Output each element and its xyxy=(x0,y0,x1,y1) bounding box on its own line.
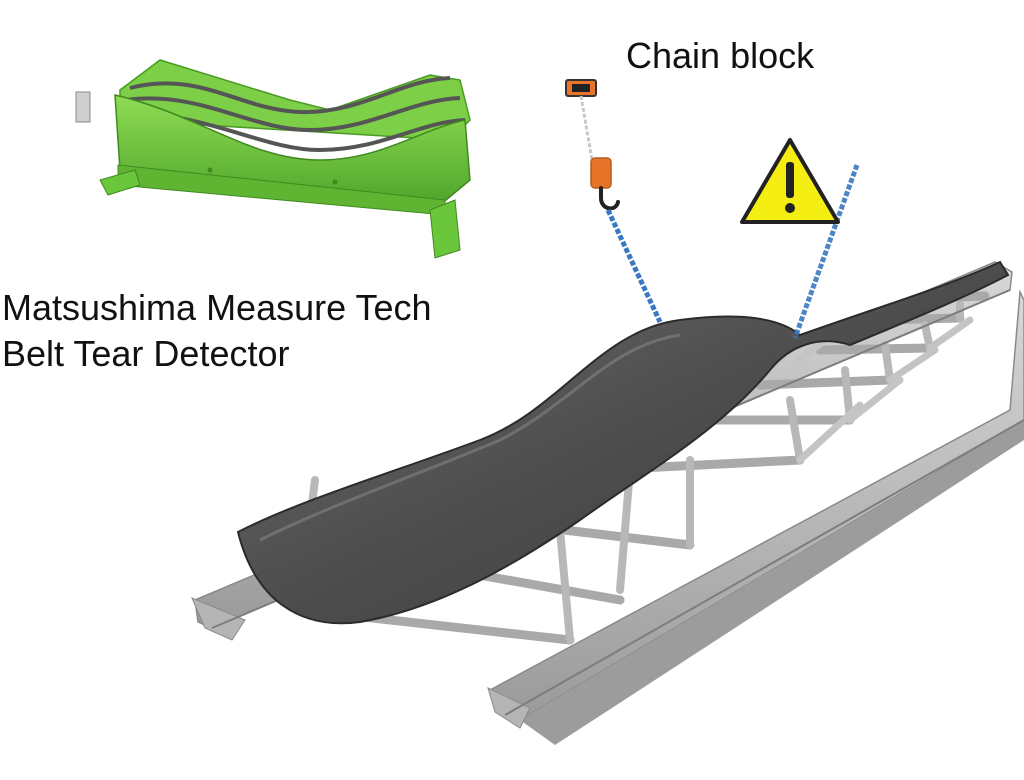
chain-block-label: Chain block xyxy=(626,35,815,76)
left-chain xyxy=(605,208,663,324)
chain-block xyxy=(565,79,860,339)
detector-label-line1: Matsushima Measure Tech xyxy=(2,287,432,328)
detector-label: Matsushima Measure Tech Belt Tear Detect… xyxy=(2,285,432,377)
belt-tear-detector-icon xyxy=(75,59,471,259)
detector-label-line2: Belt Tear Detector xyxy=(2,333,290,374)
chain-hook-icon xyxy=(599,186,620,211)
hook-block xyxy=(590,157,612,189)
warning-triangle-icon xyxy=(740,138,840,224)
right-chain xyxy=(792,164,860,339)
conveyor-belt xyxy=(236,260,1010,625)
